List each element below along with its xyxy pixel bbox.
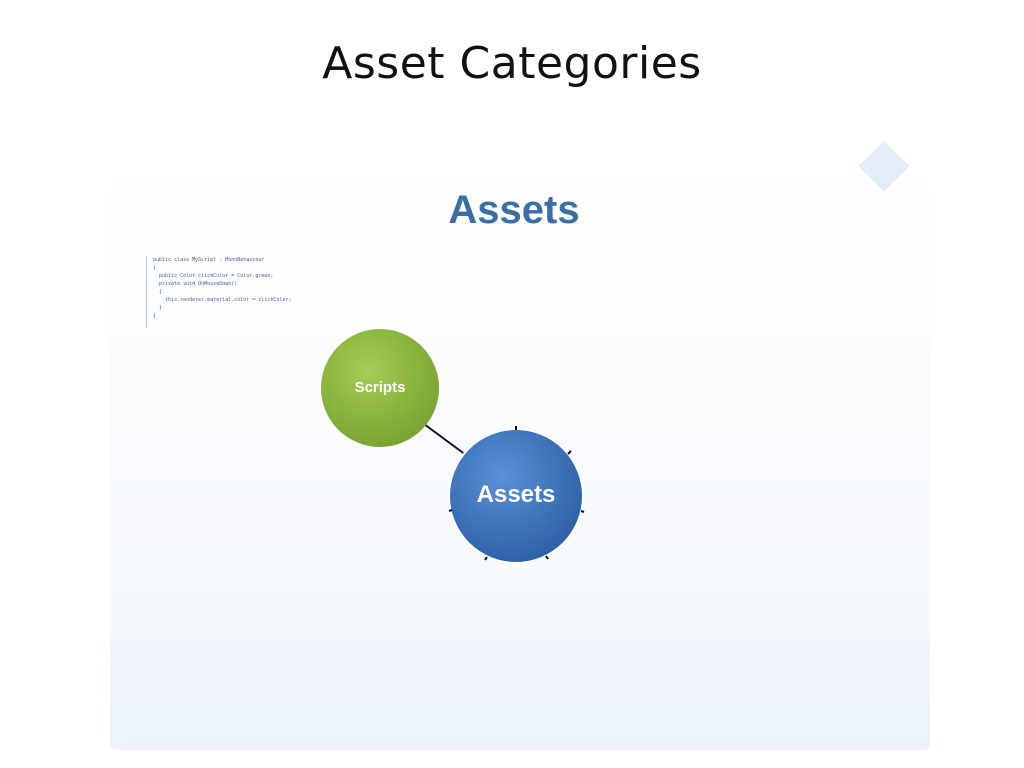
assets-node-label: Assets	[476, 481, 556, 508]
connector-stubs	[448, 426, 585, 561]
connector-line	[423, 423, 471, 459]
code-snippet: public class MyScript : MonoBehaviour { …	[146, 256, 343, 328]
code-line: public class MyScript : MonoBehaviour	[153, 257, 265, 263]
code-line: {	[153, 265, 157, 271]
scripts-node	[321, 329, 439, 447]
code-line: {	[153, 289, 163, 295]
diagram-heading: Assets	[448, 188, 580, 232]
code-line: }	[153, 305, 163, 311]
slide-title: Asset Categories	[322, 38, 702, 89]
code-line: public Color clickColor = Color.green;	[153, 273, 274, 279]
scripts-node-label: Scripts	[354, 379, 406, 396]
code-line: }	[153, 313, 157, 319]
code-line: private void OnMouseDown()	[153, 281, 238, 287]
code-line: this.renderer.material.color = clickColo…	[153, 297, 292, 303]
